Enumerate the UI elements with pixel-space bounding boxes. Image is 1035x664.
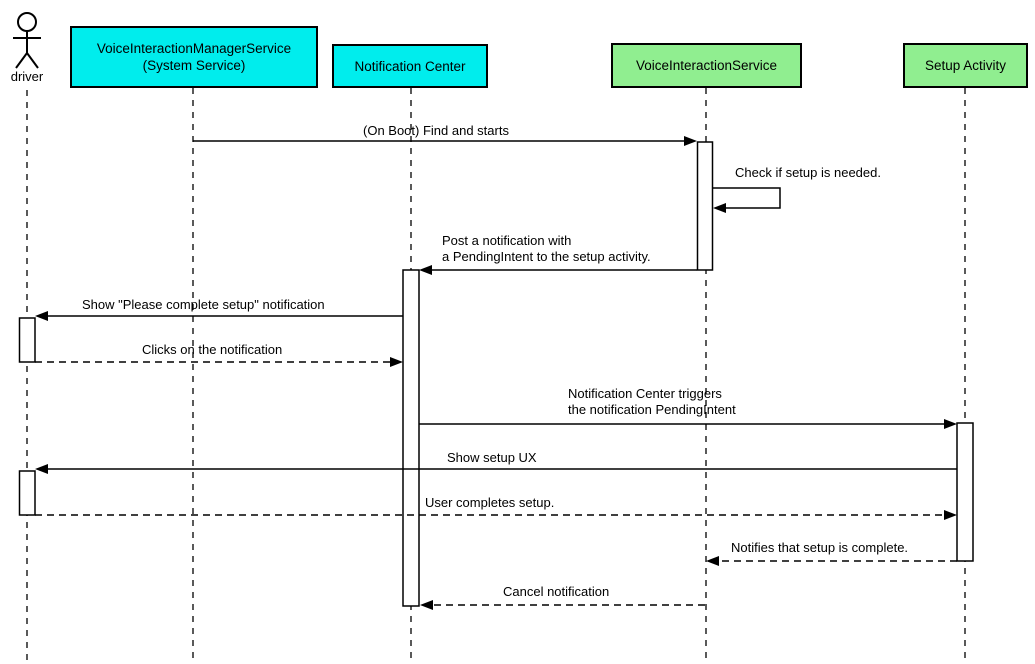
message-arrow-user-completes-setup	[35, 510, 957, 520]
message-label-check-if-setup-needed: Check if setup is needed.	[735, 165, 881, 180]
message-arrow-triggers-pendingintent	[419, 419, 957, 429]
message-arrow-show-notification	[35, 311, 403, 321]
message-arrow-notifies-setup-complete	[706, 556, 957, 566]
participant-label-line: Setup Activity	[924, 58, 1007, 73]
participant-notification-center: Notification Center	[332, 44, 488, 88]
activation-voice-interaction-service	[696, 141, 714, 271]
message-label-line: the notification PendingIntent	[568, 402, 736, 417]
message-arrow-show-setup-ux	[35, 464, 957, 474]
message-arrow-cancel-notification	[420, 600, 705, 610]
participant-voice-interaction-manager-service: VoiceInteractionManagerService (System S…	[70, 26, 318, 88]
participant-label-line: (System Service)	[142, 58, 246, 73]
activation-driver-1	[18, 317, 36, 363]
message-label-notifies-setup-complete: Notifies that setup is complete.	[731, 540, 909, 555]
message-label-clicks-notification: Clicks on the notification	[142, 342, 283, 357]
message-label-post-notification: Post a notification with a PendingIntent…	[442, 233, 651, 265]
actor-driver-label: driver	[10, 69, 44, 84]
message-label-user-completes-setup: User completes setup.	[425, 495, 555, 510]
participant-voice-interaction-service: VoiceInteractionService	[611, 43, 802, 88]
activation-notification-center	[402, 269, 420, 607]
participant-label-line: VoiceInteractionManagerService	[96, 41, 292, 56]
participant-label-line: VoiceInteractionService	[635, 58, 778, 73]
message-label-line: Notification Center triggers	[568, 386, 722, 401]
message-label-line: a PendingIntent to the setup activity.	[442, 249, 651, 264]
actor-icon	[13, 12, 41, 69]
message-arrow-post-notification	[419, 265, 697, 275]
participant-label-line: Notification Center	[354, 58, 466, 74]
message-label-show-setup-ux: Show setup UX	[447, 450, 537, 465]
message-label-cancel-notification: Cancel notification	[503, 584, 610, 599]
activation-driver-2	[18, 470, 36, 516]
participant-setup-activity: Setup Activity	[903, 43, 1028, 88]
message-label-show-notification: Show "Please complete setup" notificatio…	[82, 297, 325, 312]
message-arrow-clicks-notification	[35, 357, 403, 367]
message-label-line: Post a notification with	[442, 233, 572, 248]
message-arrow-check-if-setup-needed	[713, 187, 781, 213]
message-label-find-and-starts: (On Boot) Find and starts	[363, 123, 509, 138]
message-label-triggers-pendingintent: Notification Center triggers the notific…	[568, 386, 736, 418]
activation-setup-activity	[956, 422, 974, 562]
message-arrow-find-and-starts	[193, 136, 697, 146]
